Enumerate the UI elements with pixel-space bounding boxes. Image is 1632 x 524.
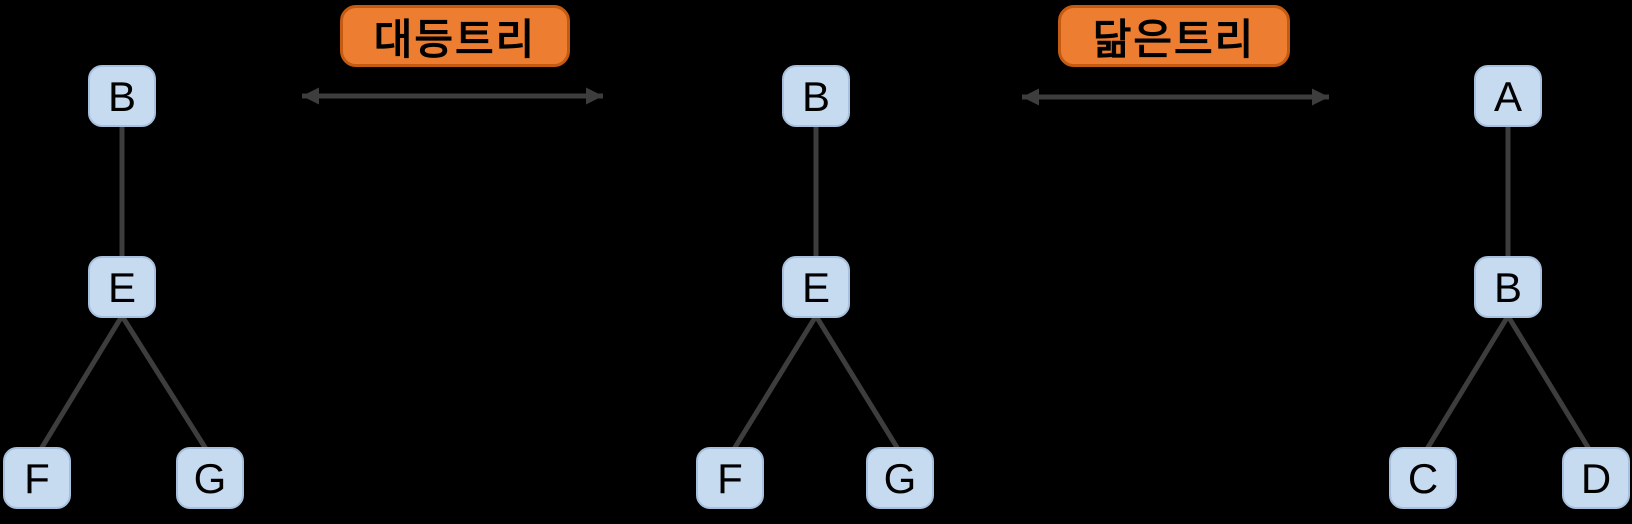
tree3-root-node: A: [1474, 65, 1542, 127]
tree1-root-node: B: [88, 65, 156, 127]
edge-tree2-middle-leafright: [813, 314, 901, 451]
tree3-leaf-left-node: C: [1389, 447, 1457, 509]
edge-tree2-middle-leafleft: [731, 314, 819, 451]
tree2-leaf-right-node: G: [866, 447, 934, 509]
edge-tree3-middle-leafleft: [1424, 314, 1511, 451]
tree3-leaf-right-node: D: [1562, 447, 1630, 509]
tree2-leaf-left-node: F: [696, 447, 764, 509]
tree1-leaf-right-node: G: [176, 447, 244, 509]
tree2-root-node: B: [782, 65, 850, 127]
tree3-middle-node: B: [1474, 256, 1542, 318]
tree1-leaf-left-node: F: [3, 447, 71, 509]
edge-tree1-middle-leafright: [119, 314, 209, 451]
tree1-middle-node: E: [88, 256, 156, 318]
relation-label-similar-tree: 닮은트리: [1058, 5, 1290, 67]
tree2-middle-node: E: [782, 256, 850, 318]
edge-tree3-middle-leafright: [1505, 314, 1592, 451]
relation-label-equal-tree: 대등트리: [340, 5, 570, 67]
edge-tree1-middle-leafleft: [38, 314, 125, 451]
